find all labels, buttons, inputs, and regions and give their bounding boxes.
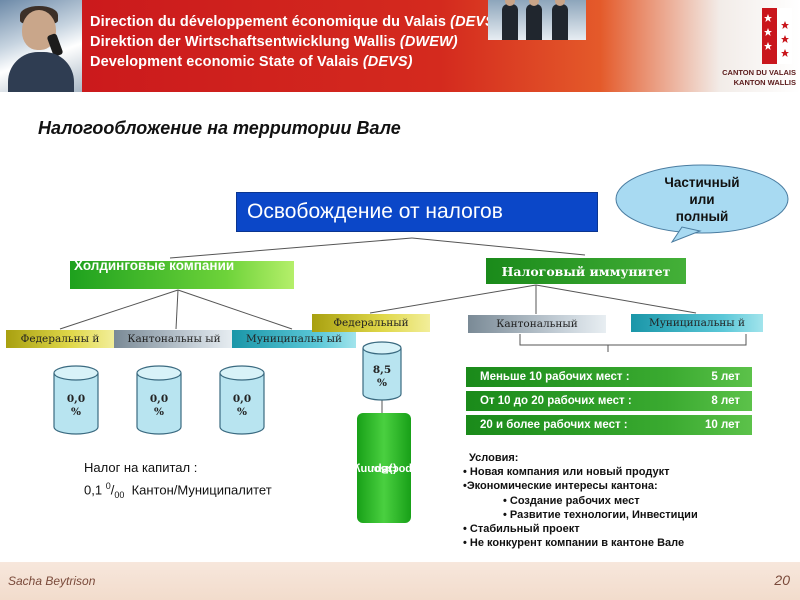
cylinder-right-federal-label: 8,5 % — [372, 364, 392, 389]
capital-tax-note: Налог на капитал : 0,1 0/00 Кантон/Муниц… — [84, 460, 272, 500]
list-item: • Стабильный проект — [463, 523, 580, 536]
tax-exemption-box: Освобождение от налогов — [236, 192, 598, 232]
employee-row: Меньше 10 рабочих мест : 5 лет — [466, 367, 752, 387]
list-item: •Экономические интересы кантона: — [463, 480, 658, 493]
tax-immunity-bar: Налоговый иммунитет — [486, 258, 686, 284]
list-item: • Новая компания или новый продукт — [463, 466, 670, 479]
bonny-decree-text: Bonny указ(зер.Запрос) — [327, 462, 432, 475]
cylinder-cantonal-label: 0,0 % — [149, 393, 169, 418]
header-line-2: Direktion der Wirtschaftsentwicklung Wal… — [90, 34, 396, 50]
employee-row: 20 и более рабочих мест : 10 лет — [466, 415, 752, 435]
slide-title: Налогообложение на территории Вале — [38, 118, 401, 138]
list-item: • Развитие технологии, Инвестиции — [503, 508, 698, 521]
conditions-list: Условия: • Новая компания или новый прод… — [463, 451, 698, 550]
left-level-municipal: Муниципальн ый — [232, 330, 356, 348]
cylinder-municipal-label: 0,0 % — [232, 393, 252, 418]
holding-companies-bar: Холдинговые компании — [70, 261, 294, 289]
footer-author: Sacha Beytrison — [8, 574, 96, 588]
header-photo-businessman — [0, 0, 82, 92]
header-line-1: Direction du développement économique du… — [90, 14, 446, 30]
right-level-cantonal: Кантональный — [468, 315, 606, 333]
cylinder-municipal-icon — [219, 365, 265, 435]
left-level-federal: Федеральны й — [6, 330, 114, 348]
header-photo-people — [488, 0, 586, 40]
cylinder-cantonal-icon — [136, 365, 182, 435]
right-level-federal: Федеральный — [312, 314, 430, 332]
cylinder-right-federal-icon — [362, 341, 402, 401]
bonny-decree-box — [357, 413, 411, 523]
list-item: • Не конкурент компании в кантоне Вале — [463, 537, 685, 550]
callout-cloud — [615, 164, 789, 243]
footer — [0, 562, 800, 600]
list-item: • Создание рабочих мест — [503, 494, 640, 507]
callout-text: Частичный или полный — [664, 175, 740, 224]
cylinder-federal-label: 0,0 % — [66, 393, 86, 418]
header-line-3: Development economic State of Valais — [90, 54, 359, 70]
header-banner: Direction du développement économique du… — [0, 0, 800, 92]
conditions-title: Условия: — [469, 452, 519, 464]
employee-row: От 10 до 20 рабочих мест : 8 лет — [466, 391, 752, 411]
right-level-municipal: Муниципальны й — [631, 314, 763, 332]
page-number: 20 — [774, 572, 790, 588]
header-organization-names: Direction du développement économique du… — [90, 14, 500, 70]
canton-name: CANTON DU VALAIS KANTON WALLIS — [722, 68, 796, 87]
canton-valais-logo-icon — [762, 8, 792, 64]
left-level-cantonal: Кантональны ый — [114, 330, 234, 348]
cylinder-federal-icon — [53, 365, 99, 435]
